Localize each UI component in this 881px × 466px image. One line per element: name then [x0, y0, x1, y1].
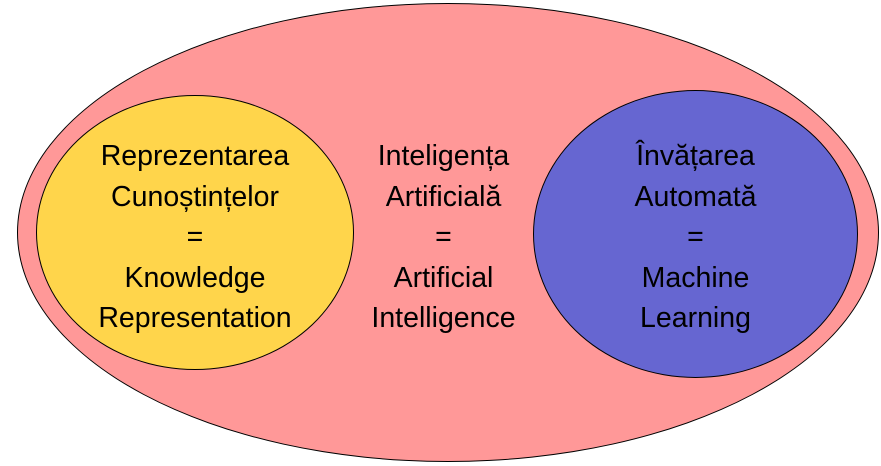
machine-learning-line-3: Machine	[641, 261, 750, 294]
machine-learning-line-2: Automată	[634, 180, 757, 213]
artificial-intelligence-line-4: Intelligence	[371, 302, 516, 334]
machine-learning-ellipse	[533, 90, 858, 378]
knowledge-representation-line-2: Cunoștințelor	[111, 180, 279, 213]
artificial-intelligence-label: Inteligența Artificială = Artificial Int…	[354, 136, 533, 339]
artificial-intelligence-line-1: Inteligența	[377, 140, 510, 172]
knowledge-representation-line-3: Knowledge	[124, 261, 266, 294]
artificial-intelligence-line-2: Artificială	[385, 180, 502, 213]
machine-learning-equals: =	[687, 221, 704, 253]
knowledge-representation-label: Reprezentarea Cunoștințelor = Knowledge …	[36, 136, 354, 339]
artificial-intelligence-line-3: Artificial	[393, 261, 494, 294]
artificial-intelligence-equals: =	[435, 221, 452, 253]
machine-learning-line-1: Învățarea	[636, 140, 755, 172]
knowledge-representation-line-4: Representation	[98, 302, 292, 334]
machine-learning-line-4: Learning	[640, 302, 751, 334]
knowledge-representation-ellipse	[36, 95, 354, 370]
knowledge-representation-equals: =	[186, 221, 204, 253]
machine-learning-label: Învățarea Automată = Machine Learning	[533, 136, 858, 339]
knowledge-representation-line-1: Reprezentarea	[100, 140, 290, 172]
